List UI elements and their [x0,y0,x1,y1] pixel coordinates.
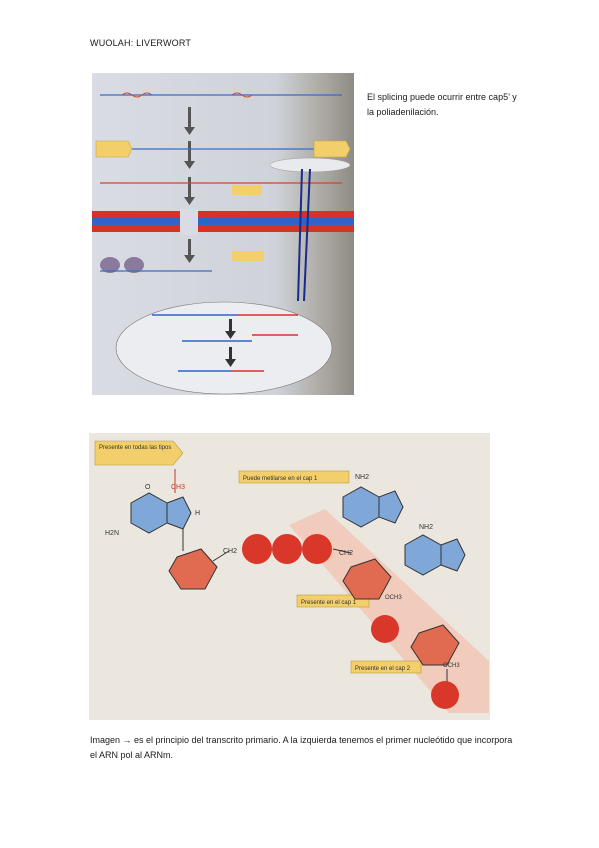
exon-marks [121,92,253,98]
splicing-label [232,185,262,195]
cap-label-arrow [95,140,133,158]
figure-caption: Imagen → es el principio del transcrito … [90,735,513,760]
label-cap1: Presente en el cap 1 [301,600,357,606]
phosphate-circle [431,681,459,709]
label-box-cap2 [350,660,422,674]
ribose-lower [410,624,460,666]
ribose-left [168,548,218,590]
label-box-cap1-methyl [238,470,350,484]
och3-lower: OCH3 [443,663,460,669]
mrna-processing-figure [92,73,354,395]
ribosome [100,257,120,273]
cap-structure-illustration: Presente en todas las tipos Puede metila… [94,440,489,713]
nuclear-pore [180,209,198,235]
nh2-label-top: NH2 [355,474,369,481]
mrna-processing-illustration [92,92,354,395]
label-box-cap1 [296,594,370,608]
label-box-all-types [94,440,184,466]
ch2-left: CH2 [223,548,237,555]
phosphate-circle [302,534,332,564]
ch2-middle: CH2 [339,550,353,557]
base-ring-3 [404,534,442,576]
ribosome [124,257,144,273]
polya-label-arrow [313,140,351,158]
och3-middle: OCH3 [385,595,402,601]
page-header: WUOLAH: LIVERWORT [90,38,192,48]
label-all-types: Presente en todas las tipos [99,445,171,451]
phosphate-circle [272,534,302,564]
splicing-note: El splicing puede ocurrir entre cap5’ y … [367,92,517,117]
zoom-oval [115,301,333,395]
amino-label: H2N [105,530,119,537]
label-cap2: Presente en el cap 2 [355,666,411,672]
phosphate-circle [242,534,272,564]
process-arrows [184,107,195,263]
phosphate-circle [371,615,399,643]
nuclear-membrane [92,211,354,218]
methyl-group: CH3 [171,484,185,491]
ribose-middle [342,558,392,600]
label-cap1-methyl: Puede metilarse en el cap 1 [243,476,318,482]
base-ring-2 [342,486,380,528]
hydrogen-label: H [195,510,200,517]
nh2-label-right: NH2 [419,524,433,531]
cap-structure-figure: Presente en todas las tipos Puede metila… [89,433,490,720]
guanine-ring [130,492,168,534]
oxygen-label: O [145,484,151,491]
